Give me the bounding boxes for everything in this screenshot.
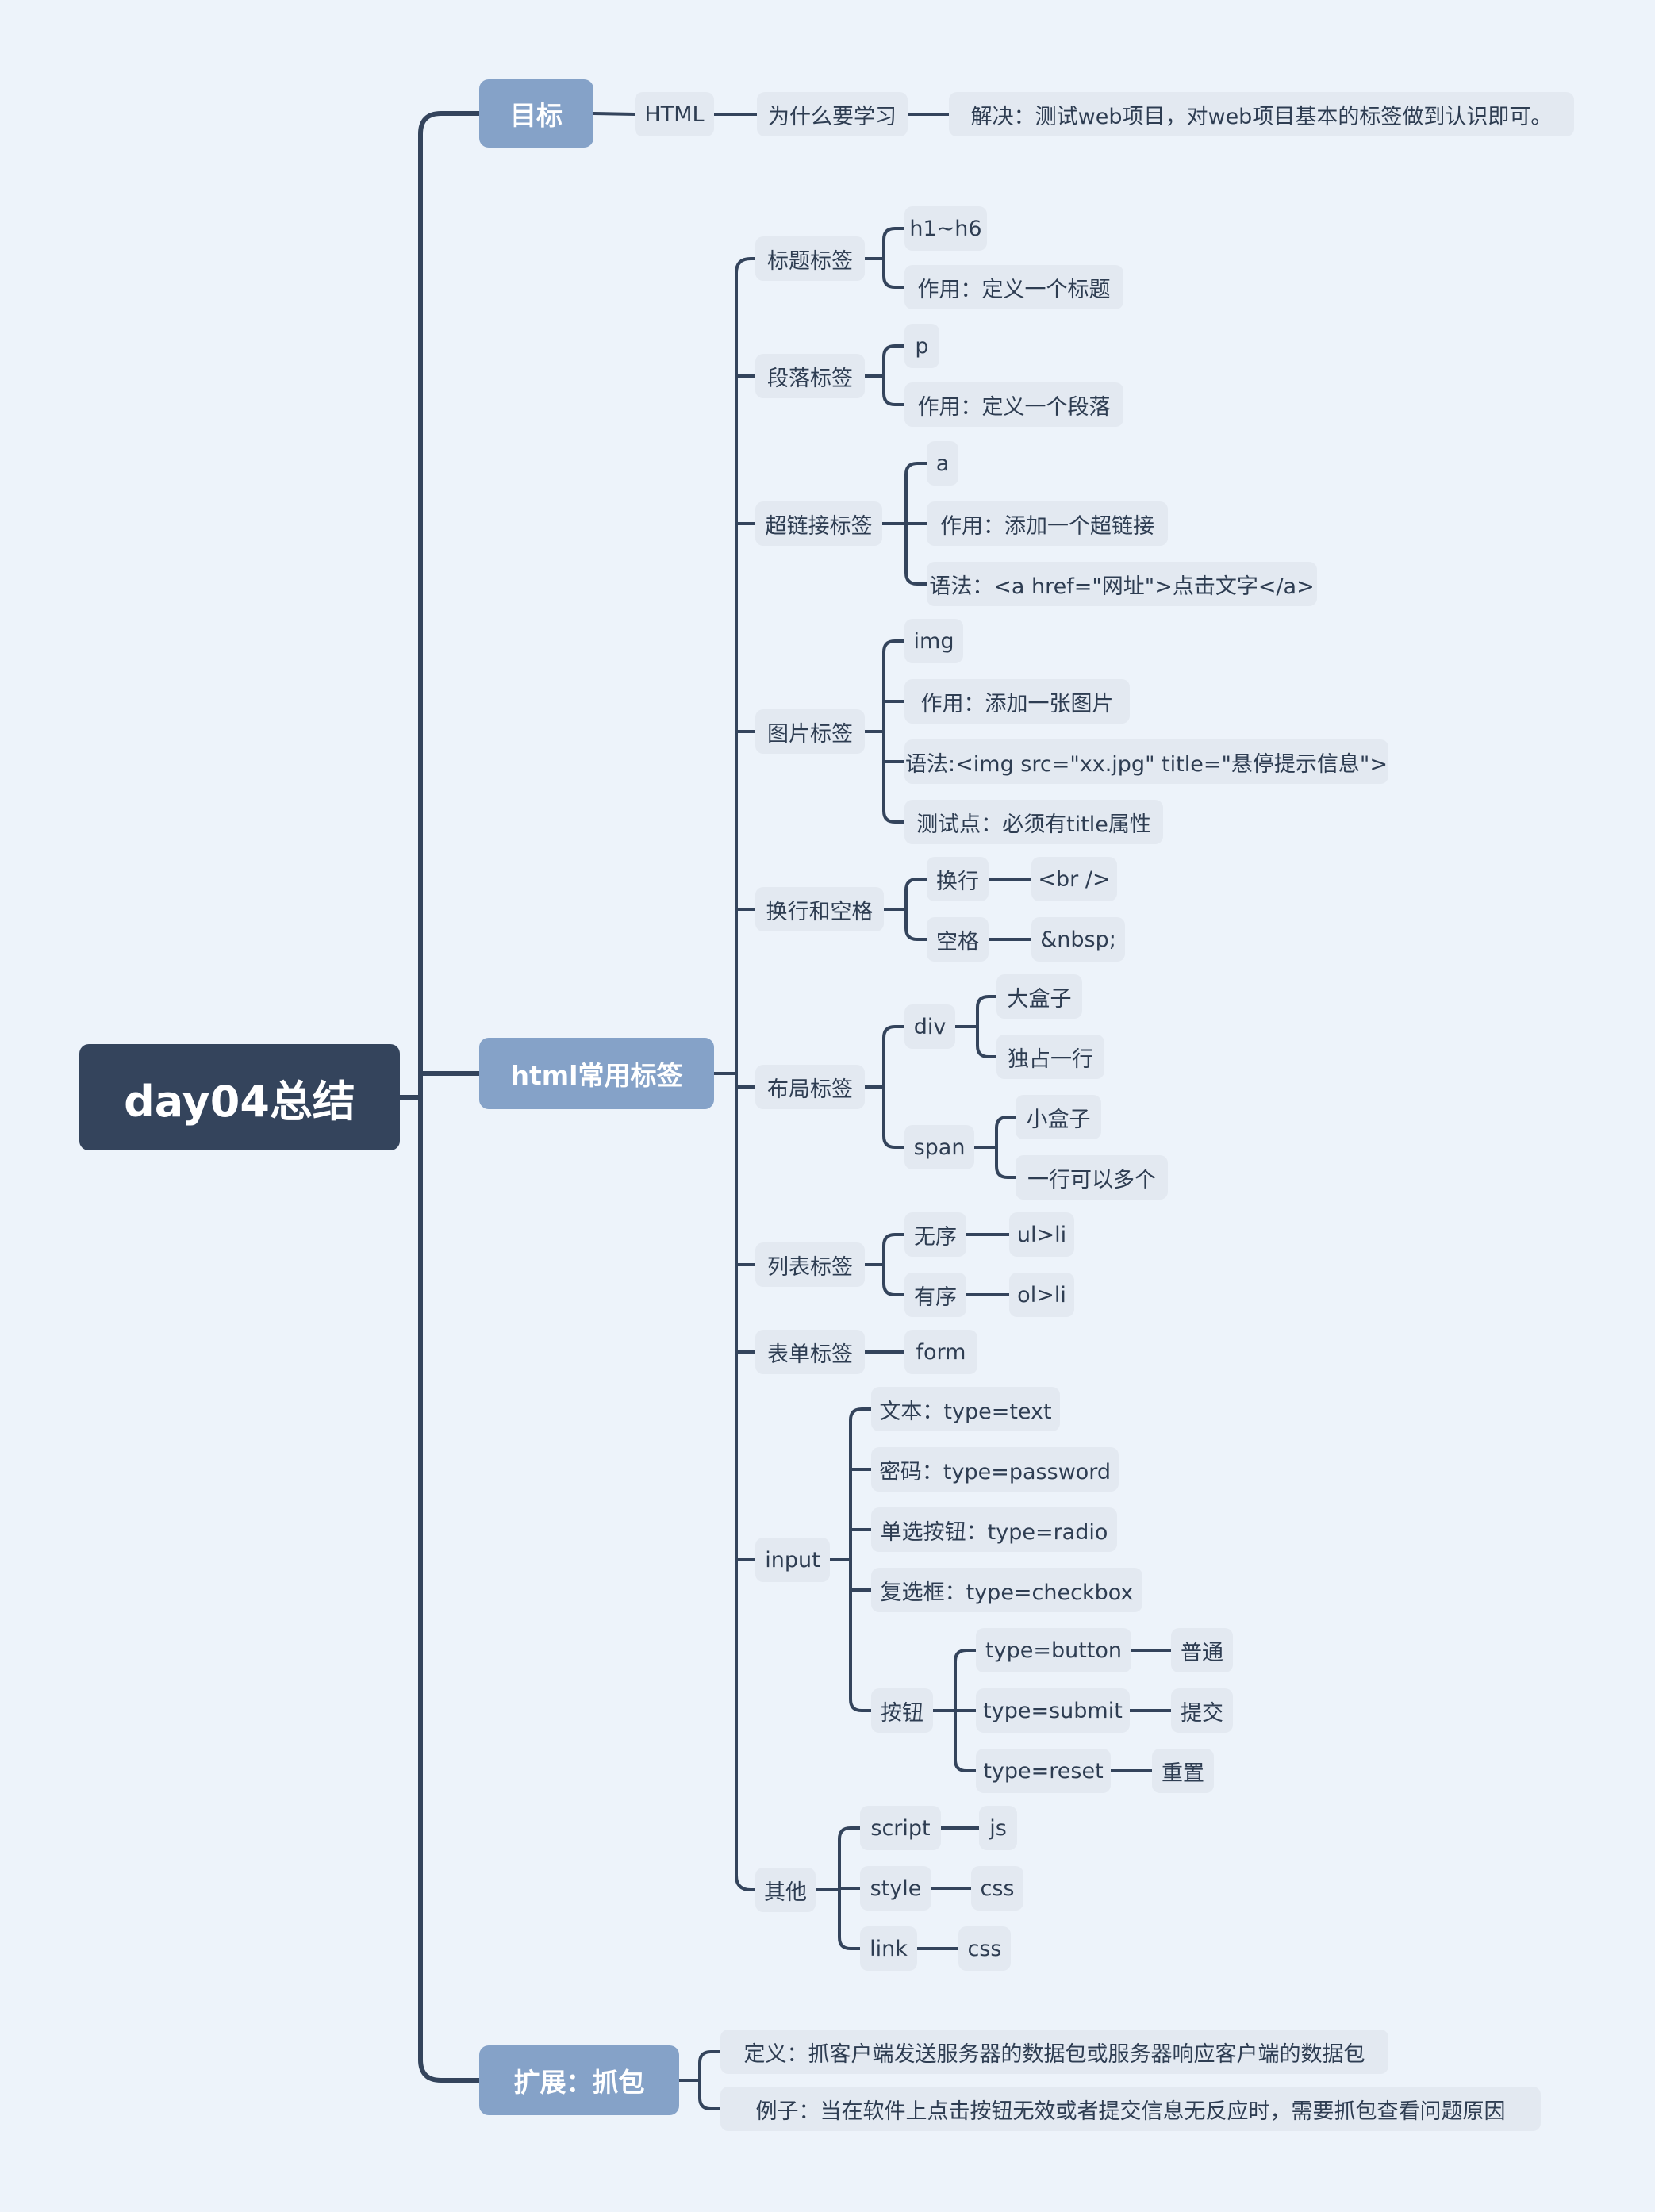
connector-goal-g_html [592, 112, 636, 116]
category-paragraph: 段落标签 [755, 354, 865, 398]
category-layout: 布局标签 [755, 1065, 865, 1109]
breaks-space: 空格 [927, 917, 989, 962]
goal-answer: 解决：测试web项目，对web项目基本的标签做到认识即可。 [949, 92, 1574, 136]
connector-sp-sp2 [995, 1146, 1017, 1179]
heading-use: 作用：定义一个标题 [904, 265, 1123, 309]
input-checkbox: 复选框：type=checkbox [871, 1568, 1142, 1612]
breaks-space-code: &nbsp; [1031, 917, 1125, 962]
connector-cap-c1 [698, 2050, 722, 2082]
connector-cap-c2 [698, 2079, 722, 2110]
connector-ls-l1 [882, 1233, 906, 1266]
input-text: 文本：type=text [871, 1387, 1060, 1431]
other-style: style [860, 1866, 931, 1911]
link-use: 作用：添加一个超链接 [927, 501, 1168, 546]
paragraph-tag: p [904, 324, 939, 368]
breaks-newline: 换行 [927, 857, 989, 901]
form-tag: form [904, 1330, 977, 1374]
input-button: 按钮 [871, 1688, 933, 1733]
list-unordered: 无序 [904, 1212, 966, 1257]
link-tag: a [927, 441, 958, 486]
button-type-submit: type=submit [976, 1688, 1130, 1733]
connector-br-b1 [904, 878, 928, 911]
layout-span-small-box: 小盒子 [1016, 1095, 1101, 1139]
image-use: 作用：添加一张图片 [904, 679, 1130, 724]
connector-a-a3 [904, 522, 928, 586]
connector-ls-l2 [882, 1263, 906, 1296]
button-type-reset: type=reset [976, 1749, 1111, 1793]
heading-tag: h1~h6 [904, 206, 987, 251]
connector-root-cap [418, 1095, 482, 2083]
list-ordered: 有序 [904, 1273, 966, 1317]
goal-html: HTML [635, 92, 714, 136]
image-tag: img [904, 619, 963, 663]
other-script-desc: js [979, 1806, 1017, 1850]
capture-example: 例子：当在软件上点击按钮无效或者提交信息无反应时，需要抓包查看问题原因 [720, 2087, 1541, 2131]
connector-root-goal [418, 111, 482, 1100]
category-image: 图片标签 [755, 709, 865, 754]
button-type-button: type=button [976, 1628, 1131, 1672]
category-input: input [755, 1538, 830, 1582]
branch-capture: 扩展：抓包 [479, 2045, 679, 2115]
layout-span: span [904, 1125, 974, 1169]
button-type-button-desc: 普通 [1171, 1628, 1233, 1672]
connector-ot-o1 [838, 1826, 862, 1891]
breaks-newline-code: <br /> [1031, 857, 1117, 901]
category-breaks: 换行和空格 [755, 887, 884, 931]
image-test-point: 测试点：必须有title属性 [904, 800, 1163, 844]
connector-h-h2 [882, 257, 906, 289]
connector-dv-dv2 [976, 1025, 998, 1058]
category-link: 超链接标签 [755, 501, 882, 546]
connector-sp-sp1 [995, 1116, 1017, 1149]
connector-n5-bt1 [954, 1649, 977, 1712]
branch-html-tags: html常用标签 [479, 1038, 714, 1109]
connector-ot-o3 [838, 1888, 862, 1950]
connector-lay-sp [882, 1085, 906, 1149]
connector-lay-dv [882, 1025, 906, 1089]
button-type-reset-desc: 重置 [1152, 1749, 1214, 1793]
input-password: 密码：type=password [871, 1447, 1119, 1492]
connector-p-p1 [882, 344, 906, 378]
branch-goal: 目标 [479, 79, 593, 148]
connector-in-n1 [849, 1407, 873, 1561]
root-node: day04总结 [79, 1044, 400, 1150]
connector-img-i1 [882, 639, 906, 733]
connector-dv-dv1 [976, 995, 998, 1028]
connector-tags-h [735, 257, 757, 1075]
capture-definition: 定义：抓客户端发送服务器的数据包或服务器响应客户端的数据包 [720, 2030, 1388, 2074]
other-script: script [860, 1806, 941, 1850]
connector-a-a1 [904, 462, 928, 525]
connector-n5-bt3 [954, 1709, 977, 1772]
image-syntax: 语法:<img src="xx.jpg" title="悬停提示信息"> [904, 739, 1388, 784]
input-radio: 单选按钮：type=radio [871, 1507, 1117, 1552]
connector-img-i4 [882, 730, 906, 824]
other-link-desc: css [958, 1926, 1011, 1971]
list-ul: ul>li [1009, 1212, 1074, 1257]
layout-div: div [904, 1004, 955, 1049]
layout-span-multi: 一行可以多个 [1016, 1155, 1168, 1200]
category-heading: 标题标签 [755, 236, 865, 281]
connector-tags-ot [735, 1072, 757, 1891]
paragraph-use: 作用：定义一个段落 [904, 382, 1123, 427]
connector-h-h1 [882, 227, 906, 260]
connector-in-n5 [849, 1558, 873, 1712]
category-form: 表单标签 [755, 1330, 865, 1374]
category-list: 列表标签 [755, 1242, 865, 1287]
layout-div-own-line: 独占一行 [996, 1035, 1104, 1079]
layout-div-big-box: 大盒子 [996, 974, 1082, 1019]
button-type-submit-desc: 提交 [1171, 1688, 1233, 1733]
connector-br-b2 [904, 908, 928, 941]
link-syntax: 语法：<a href="网址">点击文字</a> [927, 562, 1317, 606]
list-ol: ol>li [1009, 1273, 1074, 1317]
goal-why-learn: 为什么要学习 [757, 92, 908, 136]
connector-p-p2 [882, 374, 906, 406]
other-style-desc: css [971, 1866, 1023, 1911]
other-link: link [860, 1926, 917, 1971]
category-other: 其他 [755, 1868, 816, 1912]
